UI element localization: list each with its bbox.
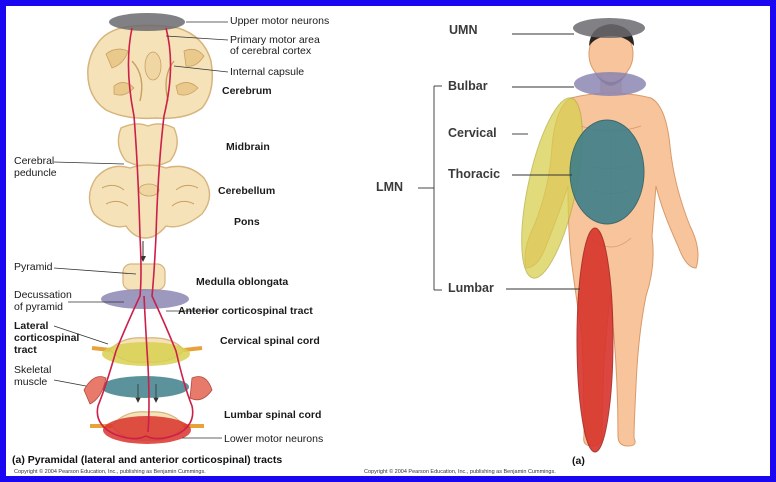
umn-region	[573, 18, 645, 38]
label-internal-capsule: Internal capsule	[230, 67, 304, 78]
label-cerebral-peduncle-2: peduncle	[14, 168, 57, 179]
label-skeletal-muscle-1: Skeletal	[14, 365, 51, 376]
label-pons: Pons	[234, 217, 260, 228]
label-medulla-oblongata: Medulla oblongata	[196, 277, 288, 288]
left-caption: (a) Pyramidal (lateral and anterior cort…	[12, 454, 282, 466]
figure-panel: Upper motor neurons Primary motor area o…	[6, 6, 770, 476]
label-decussation-2: of pyramid	[14, 302, 63, 313]
label-thoracic: Thoracic	[448, 167, 500, 181]
right-caption: (a)	[572, 455, 585, 467]
label-skeletal-muscle-2: muscle	[14, 377, 47, 388]
label-pyramid: Pyramid	[14, 262, 53, 273]
label-bulbar: Bulbar	[448, 79, 488, 93]
right-copyright: Copyright © 2004 Pearson Education, Inc.…	[364, 469, 556, 475]
label-midbrain: Midbrain	[226, 142, 270, 153]
label-anterior-corticospinal-tract: Anterior corticospinal tract	[178, 306, 313, 317]
label-lateral-tract-2: corticospinal	[14, 333, 79, 344]
label-lateral-tract-3: tract	[14, 345, 37, 356]
label-cerebral-peduncle-1: Cerebral	[14, 156, 54, 167]
label-cerebellum: Cerebellum	[218, 186, 275, 197]
label-primary-motor-area-2: of cerebral cortex	[230, 46, 311, 57]
label-upper-motor-neurons: Upper motor neurons	[230, 16, 329, 27]
lumbar-region	[577, 228, 613, 452]
bulbar-region	[574, 72, 646, 96]
label-lumbar-spinal-cord: Lumbar spinal cord	[224, 410, 321, 421]
label-lumbar: Lumbar	[448, 281, 494, 295]
thoracic-region	[570, 120, 644, 224]
body-region-diagram	[6, 6, 770, 476]
label-lower-motor-neurons: Lower motor neurons	[224, 434, 323, 445]
label-lateral-tract-1: Lateral	[14, 321, 48, 332]
label-cervical-spinal-cord: Cervical spinal cord	[220, 336, 320, 347]
label-cervical: Cervical	[448, 126, 497, 140]
label-lmn: LMN	[376, 180, 403, 194]
left-copyright: Copyright © 2004 Pearson Education, Inc.…	[14, 469, 206, 475]
label-cerebrum: Cerebrum	[222, 86, 272, 97]
label-decussation-1: Decussation	[14, 290, 72, 301]
label-umn: UMN	[449, 23, 477, 37]
